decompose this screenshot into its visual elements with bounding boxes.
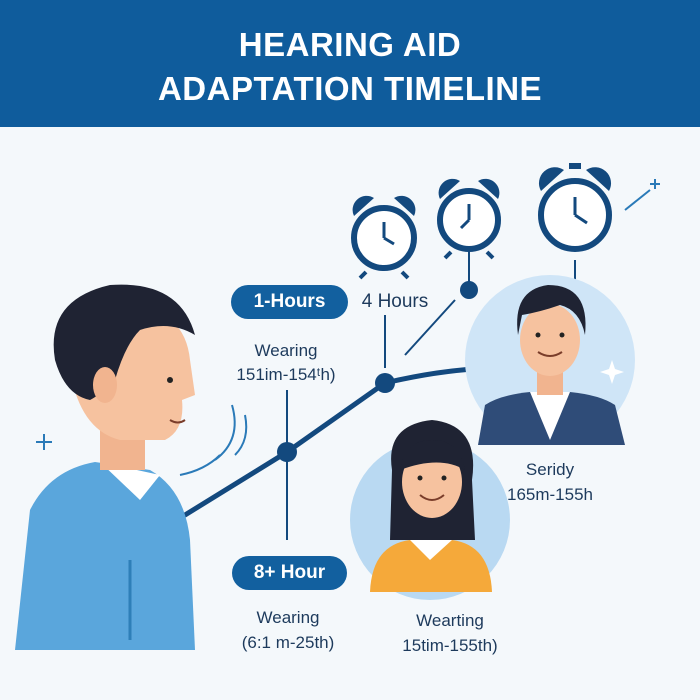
- stage-badge-4-hours: 4 Hours: [361, 291, 429, 312]
- man-profile-avatar: [15, 284, 195, 650]
- woman-avatar: [350, 420, 510, 600]
- title-line-1: HEARING AID: [238, 26, 462, 63]
- person-2-range: 15tim-155th): [402, 636, 498, 655]
- person-2-label: Wearting: [416, 611, 484, 630]
- alarm-clock-icon: [351, 195, 417, 280]
- alarm-clock-icon: [538, 163, 612, 252]
- sound-wave-icon: [179, 404, 248, 476]
- timeline-dots: [277, 281, 478, 462]
- header-banner: HEARING AID ADAPTATION TIMELINE: [0, 0, 700, 127]
- person-range: 165m-155h: [506, 485, 593, 504]
- stage-1-range: 151im-154ᵗh): [236, 365, 336, 384]
- plus-icon: [36, 179, 660, 450]
- stage-1-label: Wearing: [254, 341, 318, 360]
- title-line-2: ADAPTATION TIMELINE: [157, 70, 543, 107]
- stage-3-range: (6:1 m-25th): [241, 633, 335, 652]
- person-name: Seridy: [525, 460, 575, 479]
- stage-badge-8-hour: 8+ Hour: [232, 556, 347, 590]
- sparkle-icon: [600, 360, 624, 384]
- stage-3-label: Wearing: [256, 608, 320, 627]
- man-avatar: [465, 275, 635, 445]
- stage-badge-1-hours: 1-Hours: [231, 285, 348, 319]
- alarm-clock-icon: [437, 178, 501, 260]
